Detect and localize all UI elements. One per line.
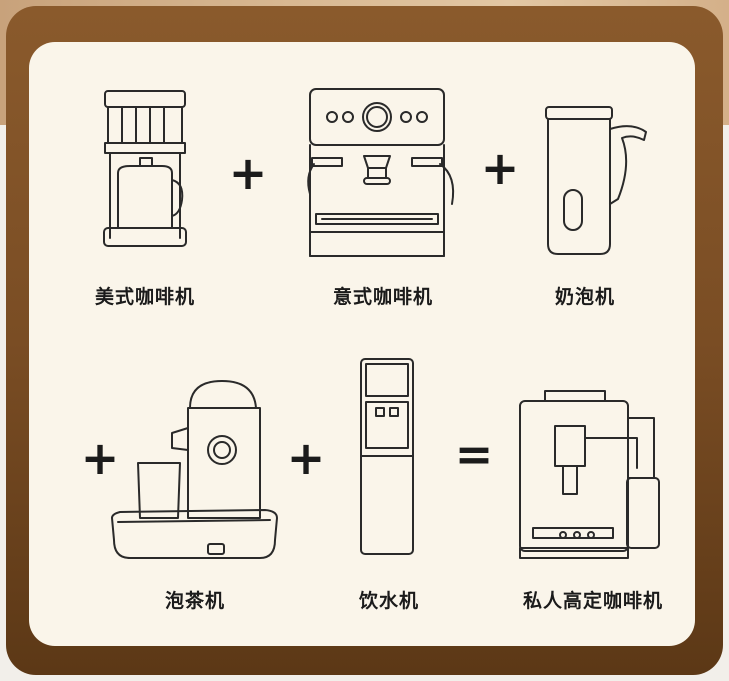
label-result: 私人高定咖啡机 <box>522 590 663 612</box>
label-water: 饮水机 <box>358 590 419 612</box>
water-dispenser-icon <box>360 358 414 555</box>
label-frother: 奶泡机 <box>554 286 615 308</box>
drip-coffee-maker-icon <box>103 90 187 247</box>
label-drip: 美式咖啡机 <box>94 286 195 308</box>
espresso-machine-icon <box>307 88 455 257</box>
plus-sign-2: + <box>480 141 520 195</box>
tea-maker-icon <box>111 380 278 559</box>
label-tea: 泡茶机 <box>164 590 225 612</box>
plus-sign-3: + <box>80 431 120 485</box>
plus-sign-4: + <box>286 431 326 485</box>
automatic-coffee-machine-icon <box>519 390 660 559</box>
milk-frother-icon <box>545 106 647 255</box>
label-espresso: 意式咖啡机 <box>332 286 433 308</box>
plus-sign-1: + <box>228 146 268 200</box>
equals-sign: = <box>454 427 494 481</box>
